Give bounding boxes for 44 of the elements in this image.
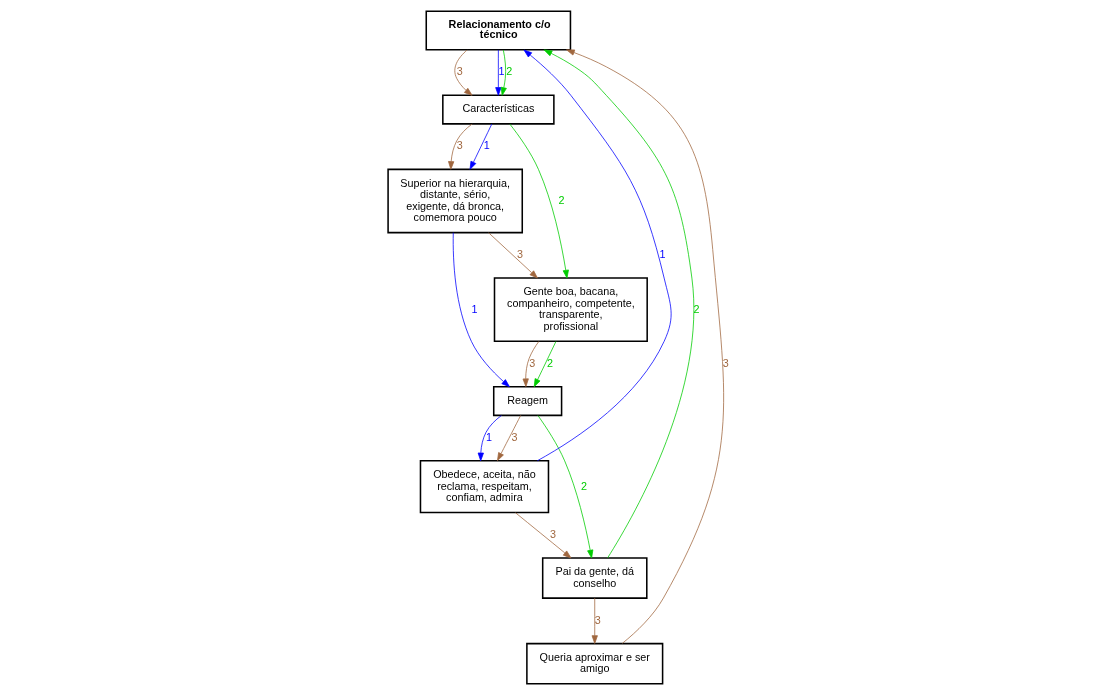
edge-label: 3 xyxy=(549,528,556,541)
edge-label: 2 xyxy=(558,193,565,206)
node-box: Obedece, aceita, não reclama, respeitam, confiam, admira xyxy=(419,460,549,514)
edge-label: 1 xyxy=(483,139,490,152)
edge-label: 3 xyxy=(594,613,601,626)
arrow xyxy=(533,341,556,388)
arrow xyxy=(500,49,507,96)
node-box: Relacionamento c/o técnico xyxy=(425,10,571,51)
arrow xyxy=(477,415,502,462)
node-box: Reagem xyxy=(492,386,562,417)
arrow xyxy=(508,123,569,279)
arrow xyxy=(494,49,501,96)
arrow xyxy=(453,49,472,96)
arrow xyxy=(537,415,593,559)
arrow xyxy=(523,49,671,462)
edge-label: 1 xyxy=(497,65,504,78)
node-box: Pai da gente, dá conselho xyxy=(541,557,648,599)
arrow xyxy=(469,123,492,170)
arrow xyxy=(496,415,521,461)
arrow xyxy=(487,232,538,279)
edge-label: 3 xyxy=(456,65,463,78)
edge-label: 3 xyxy=(722,356,729,369)
node-box: Gente boa, bacana, companheiro, competente, transparente, profissional xyxy=(493,277,648,343)
edge-label: 3 xyxy=(456,139,463,152)
node-box: Superior na hierarquia, distante, sério, exigente, dá bronca, comemora pouco xyxy=(386,168,523,234)
edge-label: 1 xyxy=(485,430,492,443)
edge-label: 1 xyxy=(659,248,666,261)
edge-label: 3 xyxy=(516,248,523,261)
arrow xyxy=(543,49,694,559)
edge-label: 2 xyxy=(505,65,512,78)
arrow xyxy=(591,597,598,644)
edge-label: 1 xyxy=(470,302,477,315)
arrow xyxy=(452,232,510,388)
edge-label: 3 xyxy=(511,430,518,443)
arrow xyxy=(514,512,571,559)
arrow xyxy=(565,49,724,644)
edge-label: 3 xyxy=(528,356,535,369)
arrow xyxy=(447,123,473,170)
edge-label: 2 xyxy=(693,302,700,315)
edge-label: 2 xyxy=(580,479,587,492)
node-box: Queria aproximar e ser amigo xyxy=(525,642,663,685)
arrow xyxy=(522,341,539,387)
node-box: Características xyxy=(441,94,555,125)
edge-label: 2 xyxy=(546,356,553,369)
